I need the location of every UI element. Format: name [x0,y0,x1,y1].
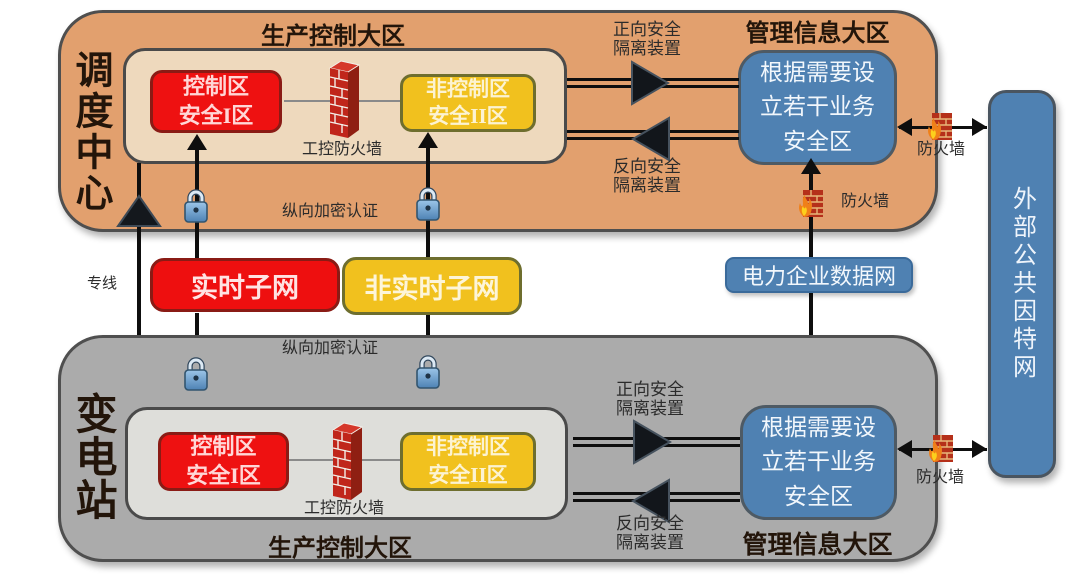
padlock-icon [414,185,442,223]
substation-reverse-isolation-label: 反向安全 隔离装置 [616,514,684,552]
dispatch-vertical-encryption-label: 纵向加密认证 [281,203,378,220]
substation-vertical-encryption-label: 纵向加密认证 [281,340,378,357]
dispatch-industrial-firewall-label: 工控防火墙 [301,141,382,158]
firewall-icon [925,112,953,142]
padlock-icon [182,355,210,393]
left-arrowhead-icon [897,118,912,136]
up-arrowhead-icon [801,158,821,174]
power-data-network-box: 电力企业数据网 [725,257,913,293]
dispatch-management-zone-label: 管理信息大区 [745,21,890,47]
substation-title: 变电站 [69,392,115,521]
dispatch-center-title: 调度中心 [69,50,111,214]
dispatch-firewall-right-label: 防火墙 [916,141,965,158]
up-arrowhead-icon [187,134,207,150]
industrial-firewall-brick-icon [328,420,368,506]
dispatch-business-area-box: 根据需要设 立若干业务 安全区 [738,50,897,165]
substation-management-zone-label: 管理信息大区 [742,532,893,559]
external-internet-label: 外部公共因特网 [1008,186,1035,382]
padlock-icon [182,187,210,225]
up-arrowhead-icon [418,132,438,148]
dispatch-reverse-isolation-label: 反向安全 隔离装置 [613,157,681,195]
substation-industrial-firewall-label: 工控防火墙 [303,500,384,517]
substation-business-area-box: 根据需要设 立若干业务 安全区 [740,405,897,520]
realtime-subnet-box: 实时子网 [150,258,340,312]
dispatch-firewall-mid-label: 防火墙 [840,193,889,210]
right-arrowhead-icon [972,440,987,458]
dedicated-line [137,163,141,409]
right-arrowhead-icon [972,118,987,136]
padlock-icon [414,353,442,391]
dispatch-non-control-area-box: 非控制区 安全II区 [400,74,536,132]
dispatch-control-area-box: 控制区 安全I区 [150,70,282,133]
firewall-icon [926,434,954,464]
forward-isolation-arrow-icon [630,60,670,106]
substation-firewall-right-label: 防火墙 [915,469,964,486]
dispatch-production-zone-label: 生产控制大区 [261,24,405,50]
dedicated-line-up-arrow-icon [116,194,162,228]
dispatch-forward-isolation-label: 正向安全 隔离装置 [613,20,681,58]
substation-production-zone-label: 生产控制大区 [268,536,412,562]
substation-forward-isolation-label: 正向安全 隔离装置 [616,380,684,418]
firewall-icon [796,189,824,219]
non-realtime-subnet-box: 非实时子网 [342,257,522,315]
reverse-isolation-arrow-icon [631,116,671,162]
external-internet-box: 外部公共因特网 [988,90,1056,478]
forward-isolation-arrow-icon [632,419,672,465]
substation-control-area-box: 控制区 安全I区 [158,432,289,491]
left-arrowhead-icon [897,440,912,458]
industrial-firewall-brick-icon [325,58,365,144]
dedicated-line-label: 专线 [86,276,117,292]
substation-non-control-area-box: 非控制区 安全II区 [400,432,536,491]
